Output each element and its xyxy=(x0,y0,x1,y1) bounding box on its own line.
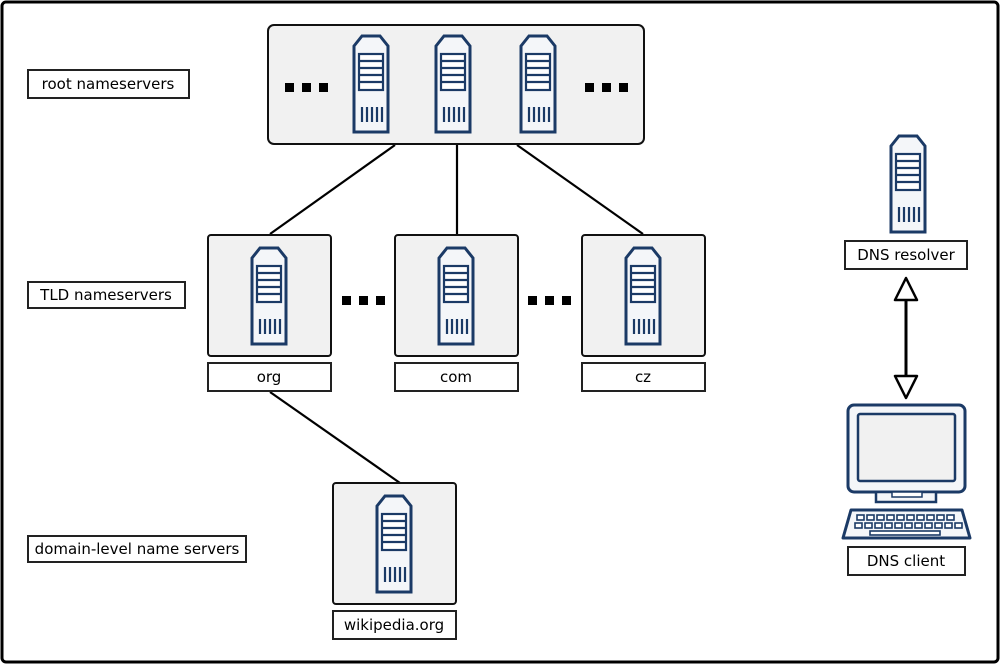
root-to-cz-line xyxy=(516,144,644,235)
ellipsis-dots-left xyxy=(285,83,328,92)
dns-resolver-label: DNS resolver xyxy=(857,246,955,264)
dns-client: DNS client xyxy=(847,546,966,576)
org-to-wikipedia-line xyxy=(269,391,401,484)
domain-server-label: wikipedia.org xyxy=(344,616,444,634)
server-icon xyxy=(889,134,927,234)
connections xyxy=(269,144,644,484)
root-servers-panel xyxy=(267,24,645,145)
tld-server-org: org xyxy=(207,234,332,392)
tld-server-cz: cz xyxy=(581,234,706,392)
tld-org-label: org xyxy=(257,368,282,386)
dns-client-label: DNS client xyxy=(867,552,945,570)
server-icon xyxy=(250,246,288,346)
server-icon xyxy=(624,246,662,346)
level-label-domain: domain-level name servers xyxy=(27,535,247,563)
ellipsis-dots-tld-right xyxy=(528,296,571,305)
server-icon xyxy=(434,34,472,134)
domain-level-text: domain-level name servers xyxy=(35,540,240,558)
root-to-org-line xyxy=(269,144,396,235)
root-level-text: root nameservers xyxy=(42,75,175,93)
server-icon xyxy=(437,246,475,346)
tld-server-com: com xyxy=(394,234,519,392)
tld-cz-label: cz xyxy=(635,368,651,386)
ellipsis-dots-tld-left xyxy=(342,296,385,305)
ellipsis-dots-right xyxy=(585,83,628,92)
domain-server-wikipedia: wikipedia.org xyxy=(332,482,457,640)
server-icon xyxy=(352,34,390,134)
level-label-root: root nameservers xyxy=(27,69,190,99)
server-icon xyxy=(375,494,413,594)
tld-com-label: com xyxy=(440,368,472,386)
dns-resolver: DNS resolver xyxy=(844,134,968,270)
desktop-computer-icon xyxy=(841,403,972,540)
level-label-tld: TLD nameservers xyxy=(27,281,186,309)
resolver-client-arrow xyxy=(893,276,919,400)
tld-level-text: TLD nameservers xyxy=(39,286,172,304)
server-icon xyxy=(519,34,557,134)
